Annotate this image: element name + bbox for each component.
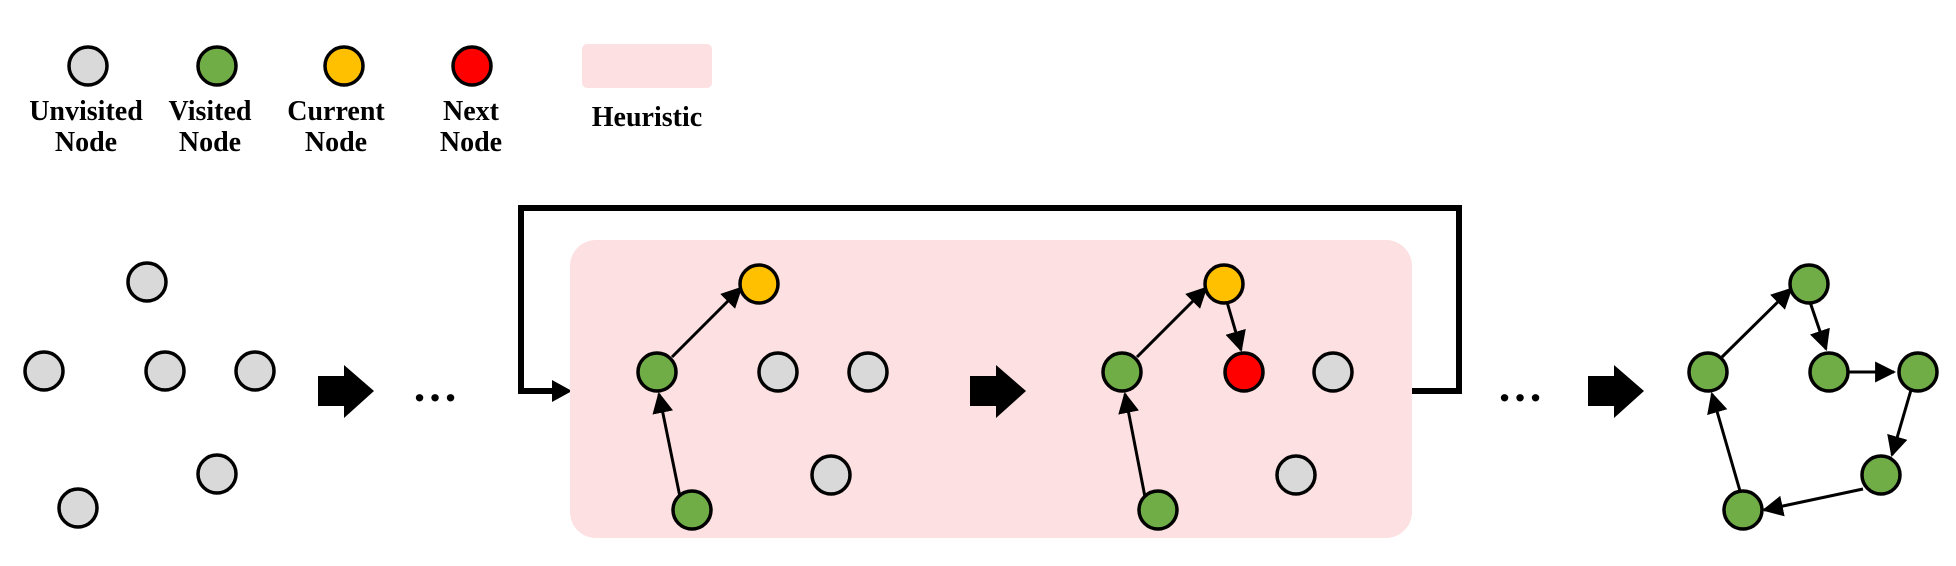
graph-node [1687, 351, 1729, 393]
legend-current-label-line1: Current [287, 96, 385, 127]
graph-edge [1887, 389, 1913, 458]
graph-node [1788, 263, 1830, 305]
graph-node [636, 351, 678, 393]
graph-edge [1720, 287, 1793, 359]
graph-node [1897, 351, 1939, 393]
graph-node [1203, 263, 1245, 305]
graph-node [234, 350, 276, 392]
graph-node [23, 350, 65, 392]
stage-step-next [1101, 263, 1354, 531]
legend-next-label-line1: Next [443, 96, 500, 127]
graph-node [1860, 454, 1902, 496]
stage-step-current [636, 263, 889, 531]
legend-next-label-line2: Node [440, 127, 502, 158]
legend-heuristic-swatch [582, 44, 712, 88]
graph-edge [1135, 286, 1208, 359]
stage-arrow-icon [318, 365, 374, 418]
graph-node [847, 351, 889, 393]
legend-visited-node-icon [196, 45, 238, 87]
ellipsis-right: … [1497, 360, 1543, 411]
graph-node [196, 453, 238, 495]
loop-back-line [518, 205, 1462, 394]
graph-edge [1225, 301, 1246, 353]
graph-node [144, 350, 186, 392]
ellipsis-left: … [412, 360, 458, 411]
graph-node [671, 489, 713, 531]
legend-unvisited-node-icon [67, 45, 109, 87]
graph-node [757, 351, 799, 393]
graph-node [1808, 351, 1850, 393]
stage-arrow-icon [1588, 365, 1644, 418]
graph-node [1722, 489, 1764, 531]
graph-edge [1118, 391, 1147, 498]
graph-edge [670, 286, 743, 359]
graph-node [1312, 351, 1354, 393]
legend-next-node-icon [451, 45, 493, 87]
legend-visited-label-line2: Node [179, 127, 241, 158]
legend-current-label-line2: Node [305, 127, 367, 158]
stage-arrow-icon [970, 365, 1026, 418]
graph-edge [1761, 487, 1864, 517]
legend-unvisited-label-line1: Unvisited [29, 96, 143, 127]
graph-node [1275, 454, 1317, 496]
graph-node [57, 487, 99, 529]
graph-node [1137, 489, 1179, 531]
graph-node [1223, 351, 1265, 393]
graph-node [1101, 351, 1143, 393]
legend-visited-label-line1: Visited [169, 96, 252, 127]
graph-node [126, 261, 168, 303]
loop-back-arrowhead [552, 380, 572, 402]
graph-node [810, 454, 852, 496]
legend-heuristic-label: Heuristic [592, 102, 702, 133]
graph-edge [652, 391, 682, 498]
stage-initial [23, 261, 276, 529]
graph-edge [1707, 391, 1742, 492]
graph-edge [1808, 301, 1830, 351]
legend: Unvisited Node Visited Node Current Node… [29, 44, 712, 158]
stage-final [1687, 263, 1939, 531]
legend-unvisited-label-line2: Node [55, 127, 117, 158]
graph-node [738, 263, 780, 305]
legend-current-node-icon [323, 45, 365, 87]
